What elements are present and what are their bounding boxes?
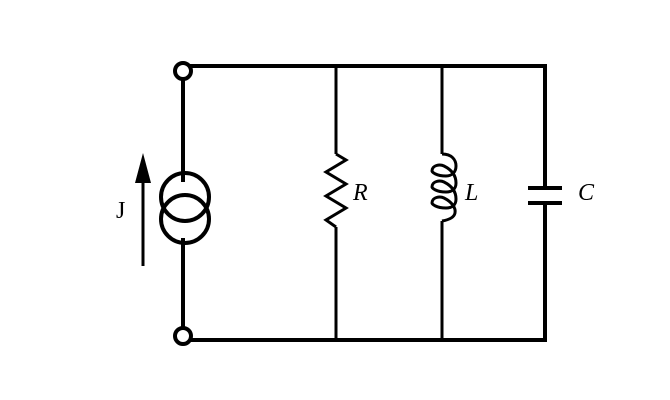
source-label: J — [116, 198, 125, 224]
bottom-terminal — [173, 326, 193, 346]
top-terminal — [173, 61, 193, 81]
current-source-symbol — [159, 171, 211, 245]
current-direction-arrow — [135, 153, 151, 266]
resistor-label: R — [352, 180, 368, 206]
resistor-symbol — [323, 152, 349, 229]
inductor-label: L — [464, 180, 478, 206]
inductor-symbol — [430, 152, 458, 223]
capacitor-label: C — [578, 180, 595, 206]
